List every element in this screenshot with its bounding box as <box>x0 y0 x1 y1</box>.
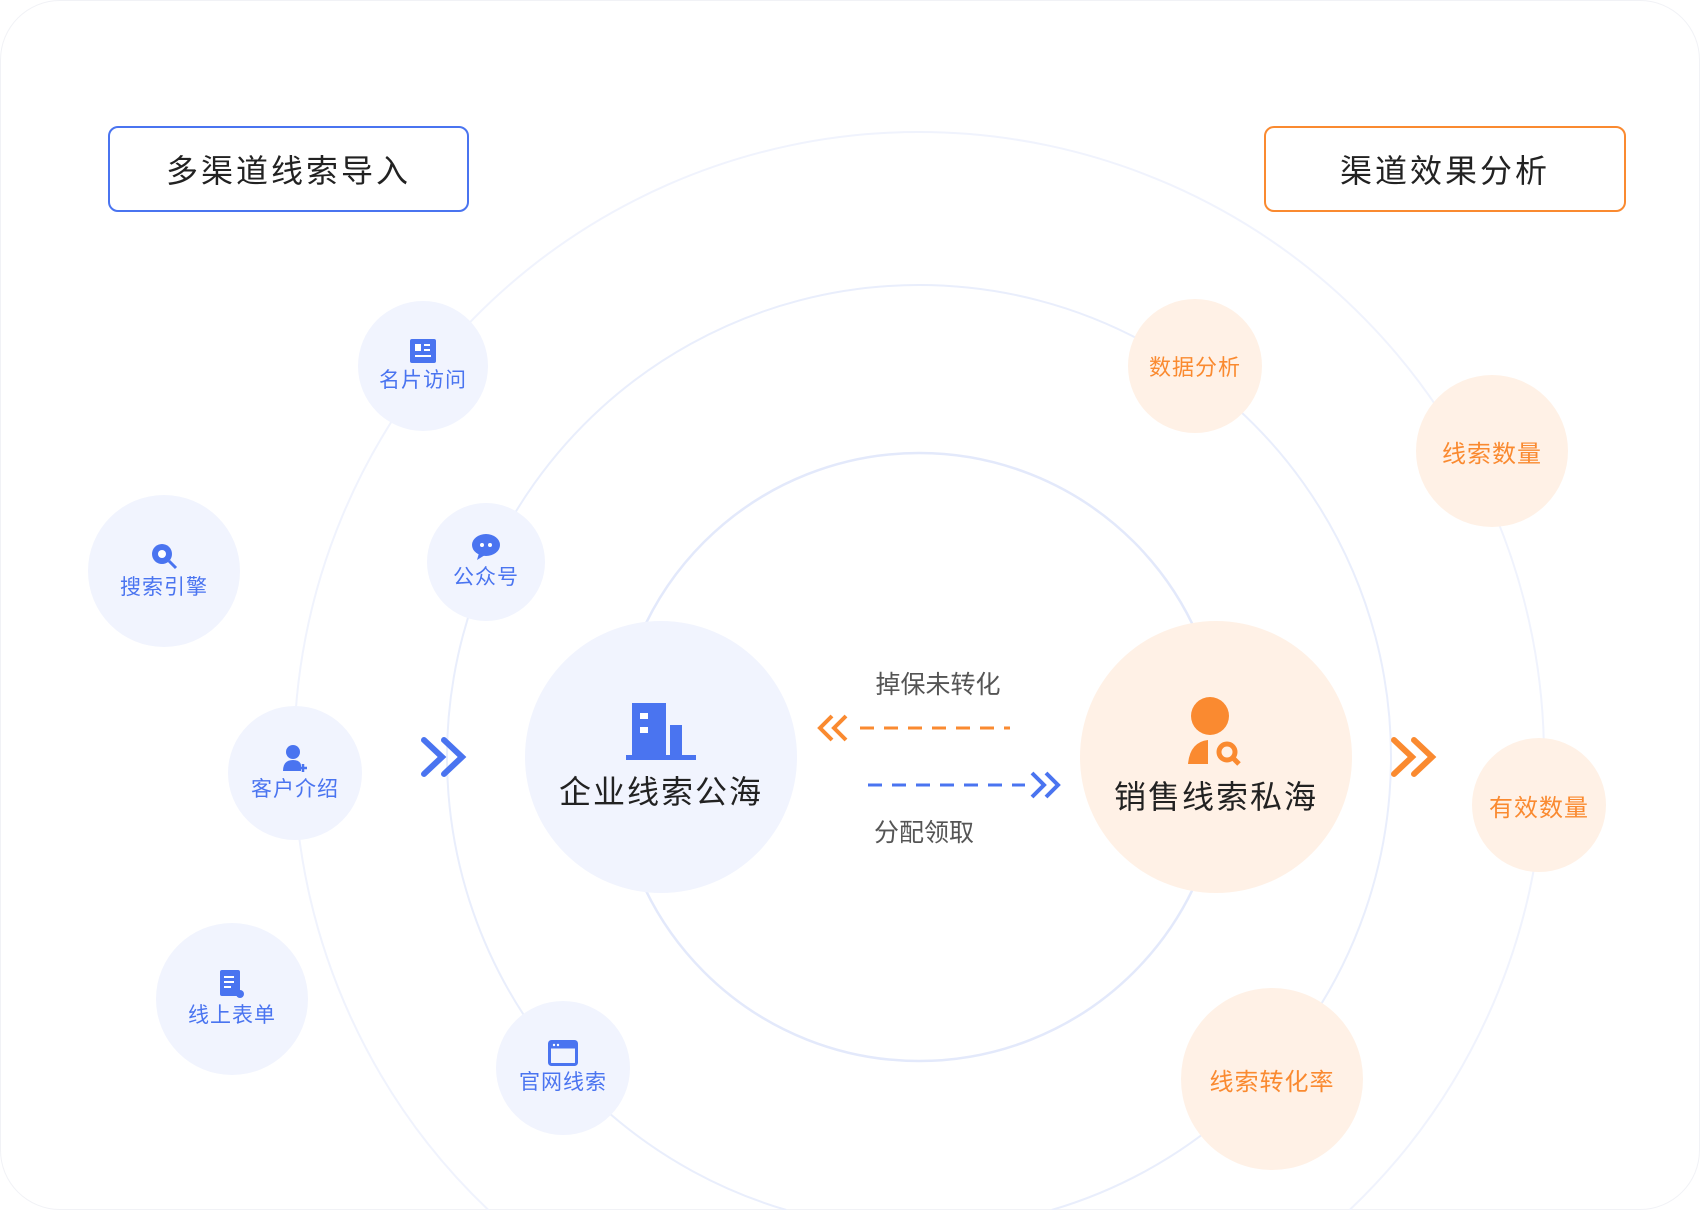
source-online-form: 线上表单 <box>156 923 308 1075</box>
double-chevron-right-icon <box>1391 737 1437 777</box>
metric-label: 数据分析 <box>1148 356 1241 381</box>
chevron-right-icon <box>1030 771 1047 799</box>
user-search-icon <box>1188 697 1241 766</box>
metric-label: 有效数量 <box>1489 793 1589 822</box>
source-label: 搜索引擎 <box>120 575 208 599</box>
left-header-box: 多渠道线索导入 <box>108 126 469 212</box>
source-card-visit: 名片访问 <box>358 301 488 431</box>
double-chevron-left-icon <box>421 737 467 777</box>
public-pool-label: 企业线索公海 <box>558 773 763 811</box>
chevron-left-icon <box>817 714 834 742</box>
source-search-engine: 搜索引擎 <box>88 495 240 647</box>
search-icon <box>152 544 178 570</box>
source-website: 官网线索 <box>496 1001 630 1135</box>
right-header-box: 渠道效果分析 <box>1264 126 1626 212</box>
metric-lead-count: 线索数量 <box>1416 375 1568 527</box>
source-label: 公众号 <box>453 565 519 589</box>
source-label: 线上表单 <box>188 1003 276 1027</box>
user-add-icon <box>283 745 307 772</box>
public-pool-node: 企业线索公海 <box>525 621 797 893</box>
ring-middle <box>446 284 1392 1210</box>
source-referral: 客户介绍 <box>228 706 362 840</box>
form-icon <box>220 970 244 998</box>
source-label: 官网线索 <box>519 1070 607 1094</box>
metric-valid-count: 有效数量 <box>1472 738 1606 872</box>
building-icon <box>626 703 696 760</box>
metric-label: 线索转化率 <box>1209 1067 1335 1096</box>
source-official-account: 公众号 <box>427 503 545 621</box>
chat-icon <box>472 534 500 560</box>
metric-conversion-rate: 线索转化率 <box>1181 988 1363 1170</box>
left-header-label: 多渠道线索导入 <box>165 152 411 190</box>
chevron-right-icon <box>1044 771 1061 799</box>
metric-data-analysis: 数据分析 <box>1128 299 1262 433</box>
browser-icon <box>548 1040 578 1066</box>
flow-forward-label: 分配领取 <box>873 818 975 847</box>
private-pool-node: 销售线索私海 <box>1080 621 1352 893</box>
metric-label: 线索数量 <box>1442 439 1542 468</box>
flow-back-label: 掉保未转化 <box>875 670 1001 699</box>
private-pool-label: 销售线索私海 <box>1113 778 1318 816</box>
right-header-label: 渠道效果分析 <box>1339 152 1550 190</box>
source-label: 客户介绍 <box>251 777 339 801</box>
source-label: 名片访问 <box>379 368 467 392</box>
card-icon <box>410 339 436 363</box>
chevron-left-icon <box>831 714 848 742</box>
